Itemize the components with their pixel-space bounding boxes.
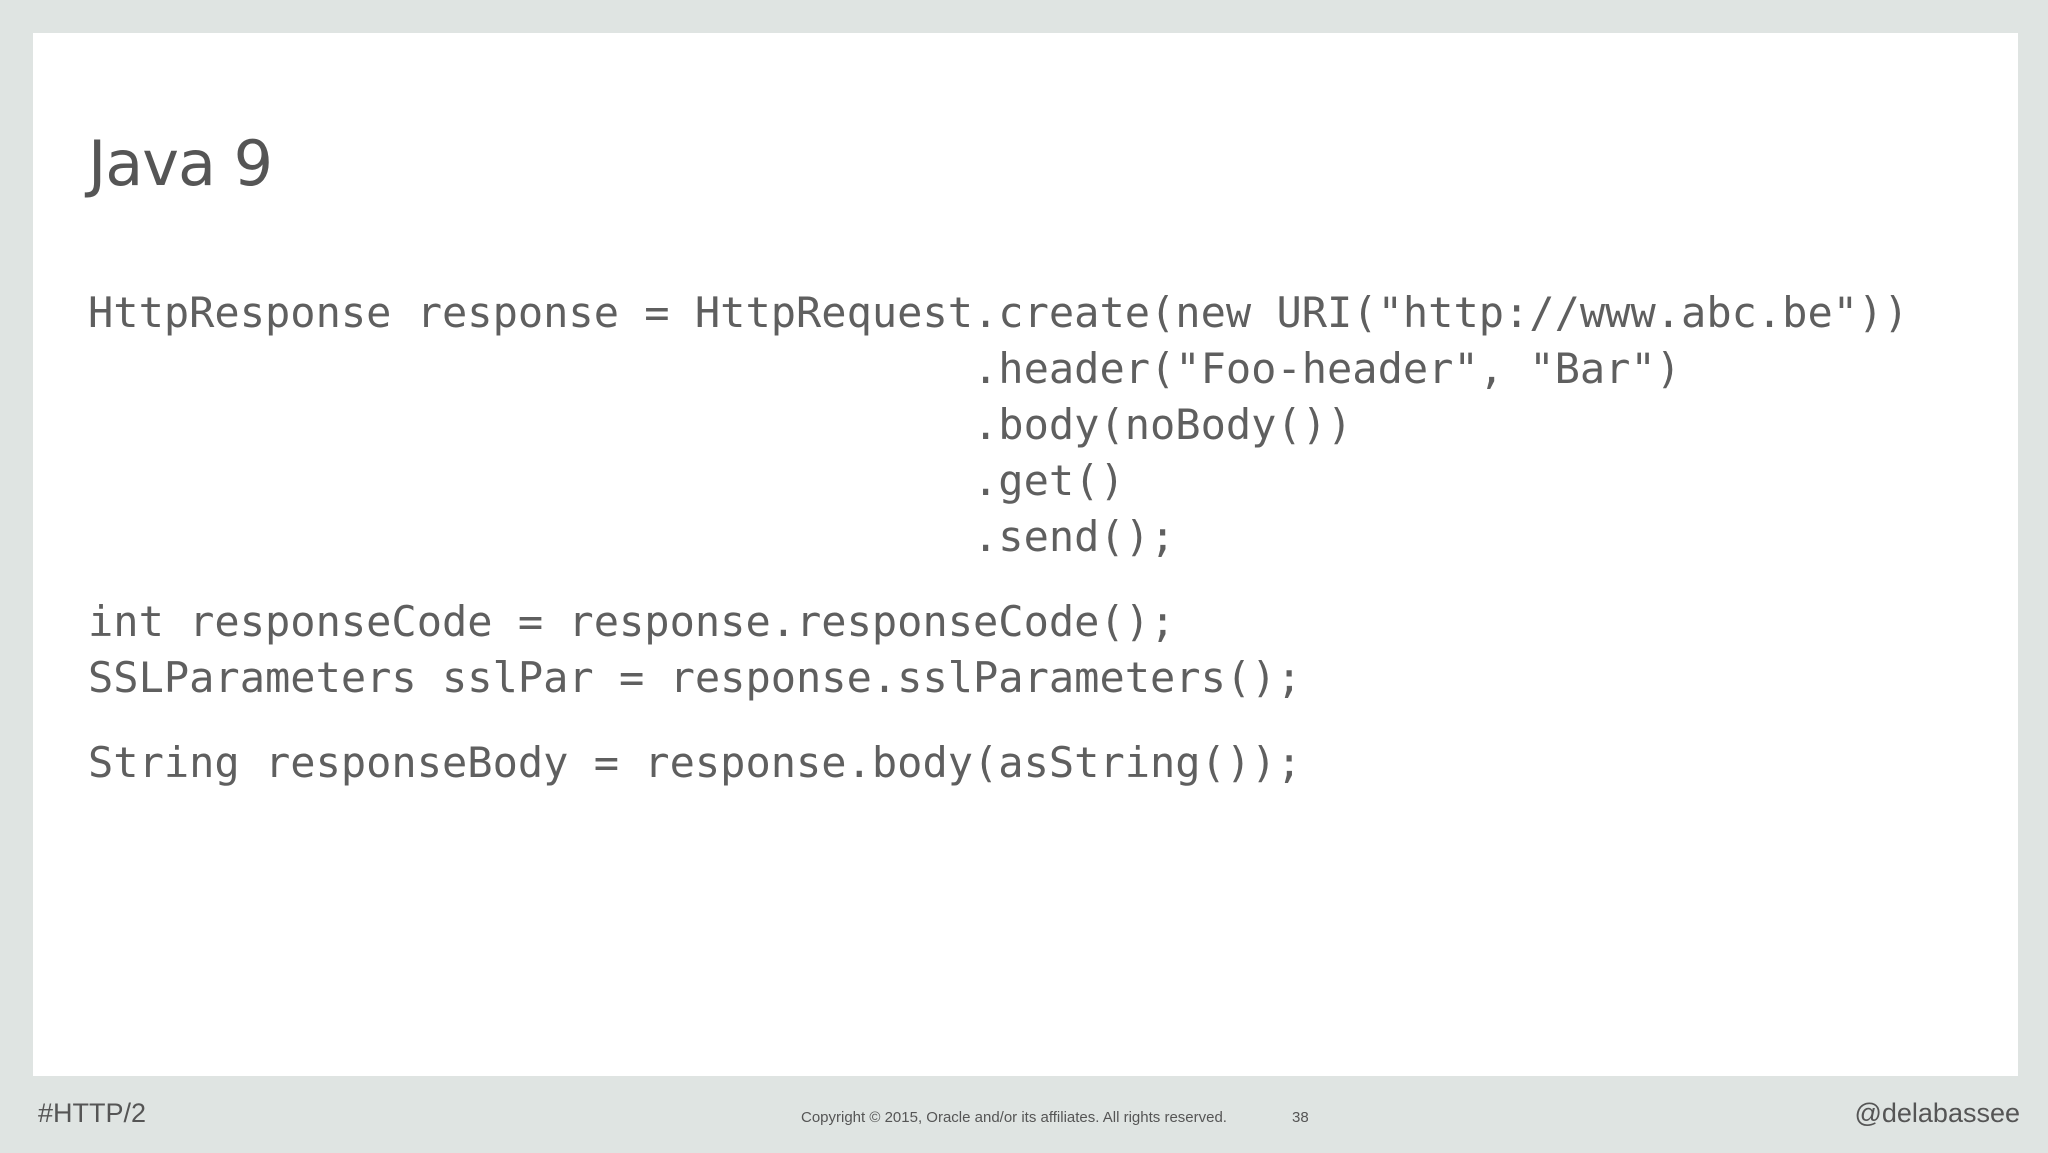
slide-title: Java 9 [88, 127, 273, 200]
footer-handle: @delabassee [1854, 1098, 2020, 1128]
code-line: int responseCode = response.responseCode… [88, 597, 1176, 646]
code-line: SSLParameters sslPar = response.sslParam… [88, 653, 1302, 702]
code-line: .header("Foo-header", "Bar") [88, 344, 1682, 393]
code-line: .send(); [88, 512, 1176, 561]
footer-hashtag: #HTTP/2 [38, 1098, 147, 1128]
code-line: HttpResponse response = HttpRequest.crea… [88, 288, 1909, 337]
code-group-response-body: String responseBody = response.body(asSt… [88, 735, 1909, 791]
code-line: .get() [88, 456, 1125, 505]
footer-copyright: Copyright © 2015, Oracle and/or its affi… [801, 1109, 1227, 1126]
code-block: HttpResponse response = HttpRequest.crea… [88, 285, 1909, 820]
code-line: .body(noBody()) [88, 400, 1353, 449]
slide-canvas: Java 9 HttpResponse response = HttpReque… [33, 33, 2018, 1076]
code-group-request: HttpResponse response = HttpRequest.crea… [88, 285, 1909, 565]
footer-page-number: 38 [1292, 1109, 1309, 1126]
code-group-response-info: int responseCode = response.responseCode… [88, 594, 1909, 706]
code-line: String responseBody = response.body(asSt… [88, 738, 1302, 787]
